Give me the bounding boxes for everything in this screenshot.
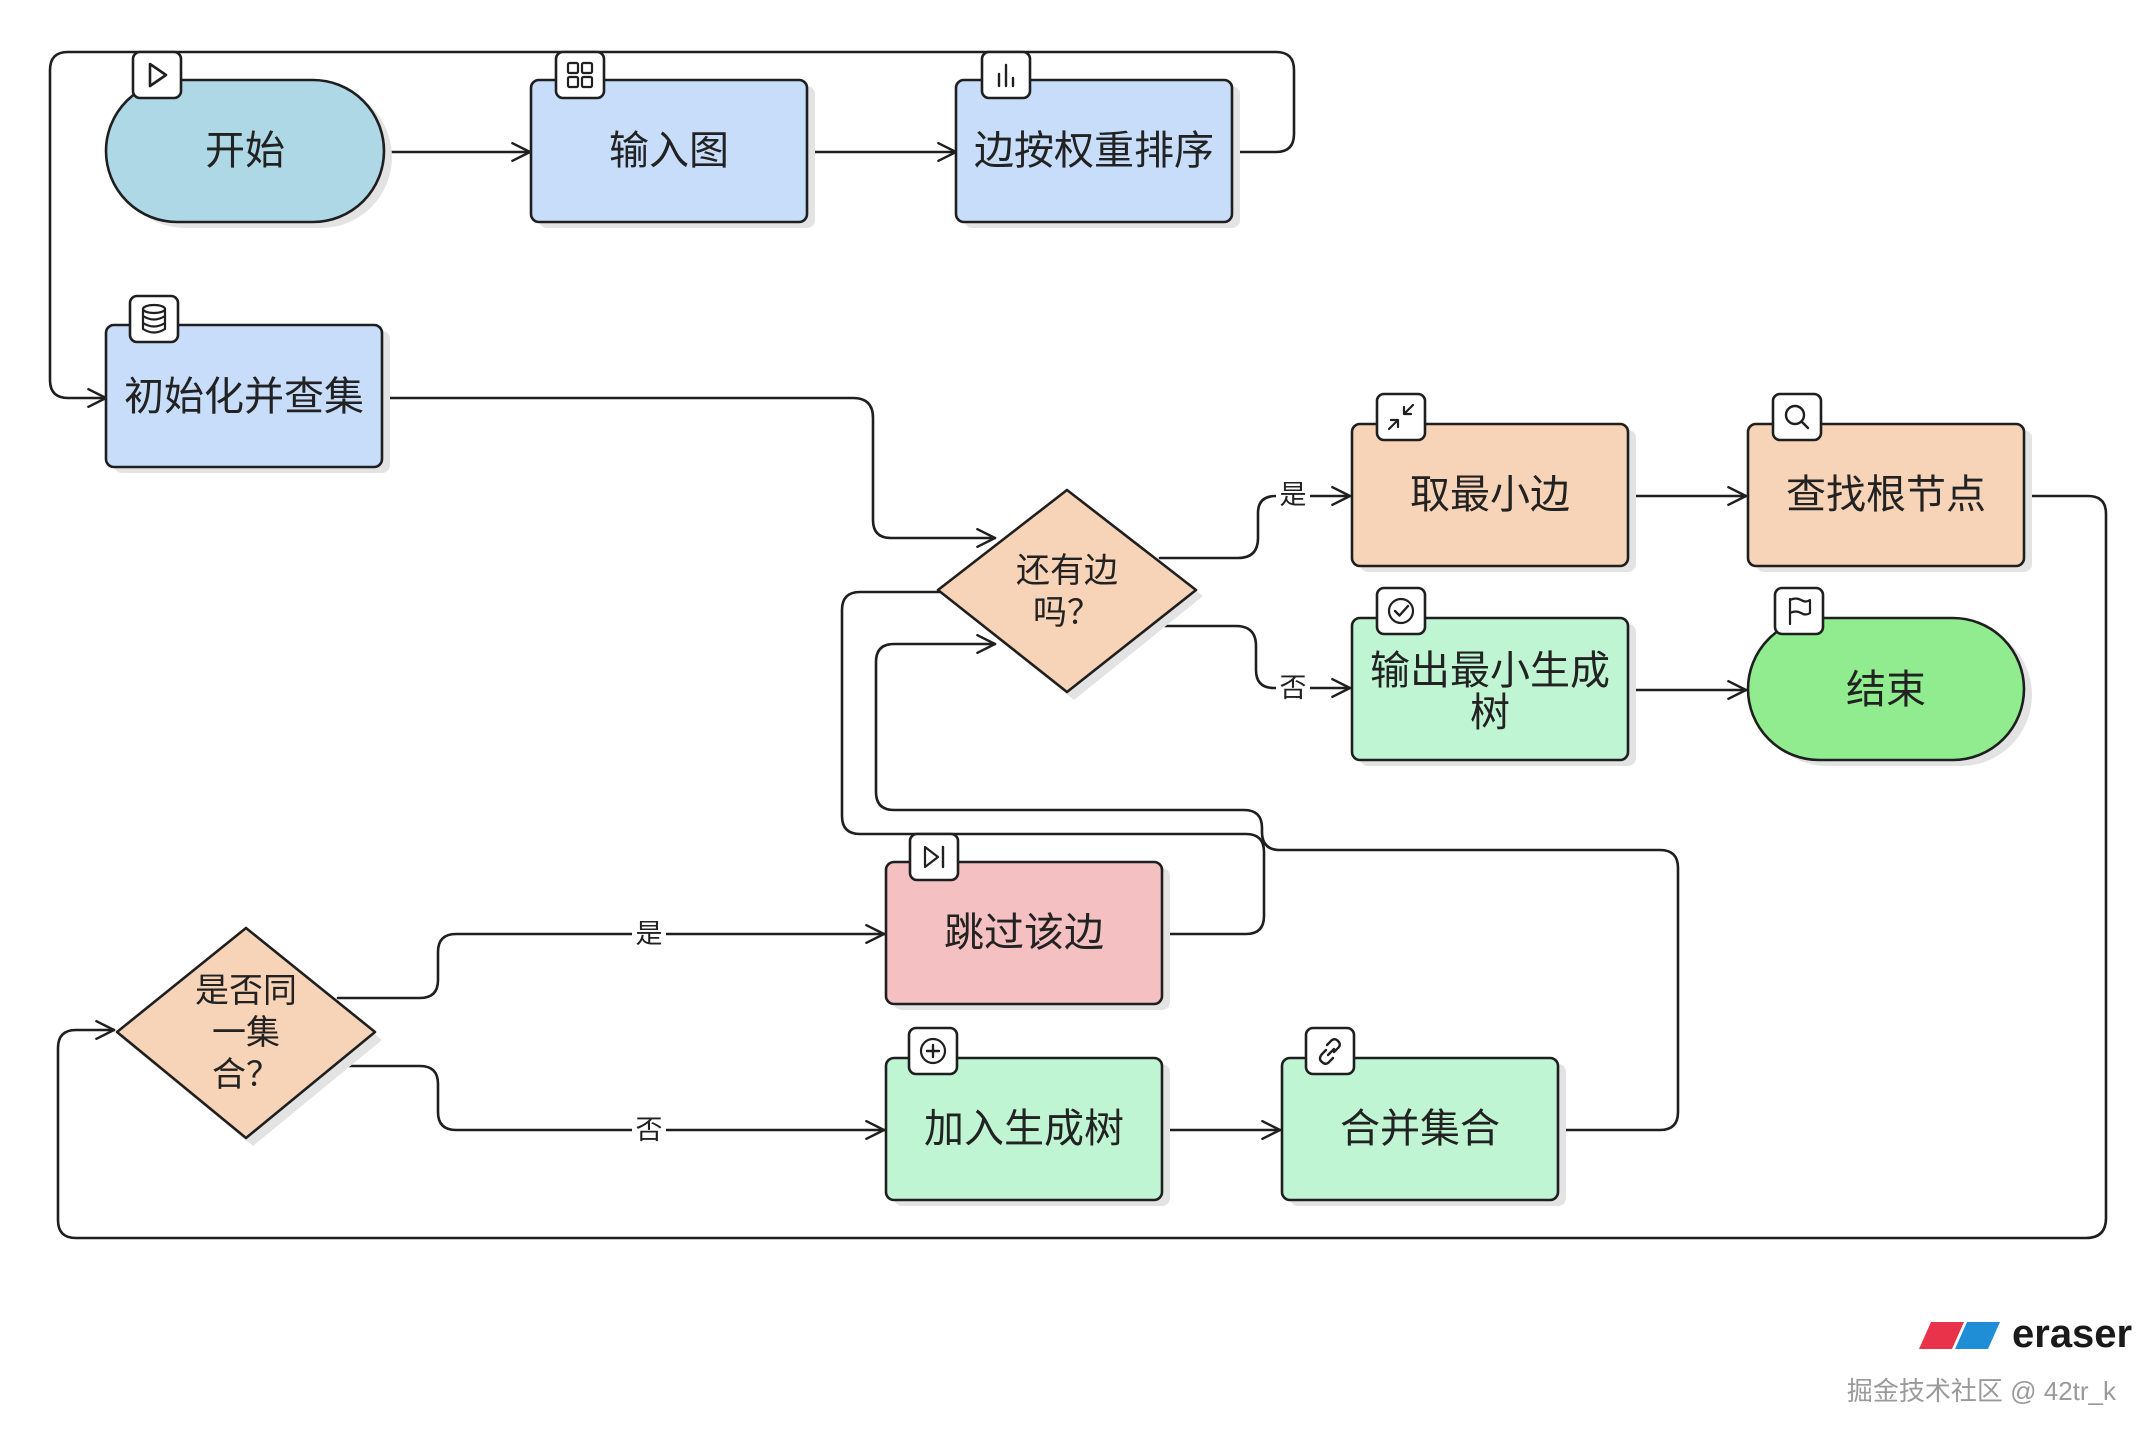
- edge-decision-no-to-output: [1158, 624, 1352, 699]
- eraser-watermark: eraser 掘金技术社区 @ 42tr_k: [1847, 1312, 2132, 1406]
- edge-sort-to-init: [48, 50, 1296, 409]
- flag-icon: [1773, 586, 1825, 636]
- edge-label-yes-takemin: 是: [1280, 480, 1307, 511]
- node-output-shape[interactable]: [1350, 616, 1630, 762]
- skip-forward-icon: [908, 832, 960, 882]
- edge-findroot-to-sameset: [56, 494, 2108, 1240]
- check-circle-icon: [1375, 586, 1427, 636]
- edge-decision-yes-to-takemin: [1158, 485, 1352, 560]
- edge-merge-to-decision: [874, 633, 1680, 1132]
- node-has-edge[interactable]: 还有边 吗？: [936, 488, 1203, 700]
- search-icon: [1771, 392, 1823, 442]
- node-init[interactable]: 初始化并查集: [104, 294, 390, 473]
- credit-text: 掘金技术社区 @ 42tr_k: [1847, 1376, 2117, 1406]
- node-output-line1: 输出最小生成: [1370, 648, 1610, 694]
- eraser-brand-text: eraser: [2012, 1312, 2132, 1356]
- edge-init-to-decision: [383, 396, 997, 549]
- edge-label-no-addtree: 否: [636, 1115, 663, 1146]
- edge-sameset-yes-to-skip: [336, 923, 886, 1000]
- edge-label-yes-skip: 是: [636, 919, 663, 950]
- node-output[interactable]: 输出最小生成 树: [1350, 586, 1636, 766]
- node-has-edge-shape[interactable]: [936, 488, 1198, 694]
- node-input-label: 输入图: [609, 128, 729, 174]
- grid-icon: [554, 50, 606, 100]
- plus-circle-icon: [907, 1026, 959, 1076]
- node-skip-shape[interactable]: [884, 860, 1164, 1006]
- play-icon: [131, 50, 183, 100]
- node-merge[interactable]: 合并集合: [1280, 1026, 1566, 1206]
- node-same-set[interactable]: 是否同 一集 合？: [115, 926, 382, 1146]
- node-has-edge-line2: 吗？: [1033, 593, 1101, 633]
- node-sort-label: 边按权重排序: [974, 128, 1214, 174]
- bar-chart-icon: [980, 50, 1032, 100]
- edges: [48, 50, 2108, 1240]
- node-merge-label: 合并集合: [1340, 1106, 1500, 1152]
- edge-sameset-no-to-addtree: [336, 1064, 886, 1141]
- node-start-shape[interactable]: [104, 78, 386, 224]
- nodes: 开始 输入图 边按权重排序: [104, 50, 2032, 1206]
- node-start[interactable]: 开始: [104, 50, 392, 228]
- node-merge-shape[interactable]: [1280, 1056, 1560, 1202]
- node-same-set-shape[interactable]: [115, 926, 377, 1140]
- node-add-tree-shape[interactable]: [884, 1056, 1164, 1202]
- node-end[interactable]: 结束: [1746, 586, 2032, 766]
- node-end-label: 结束: [1846, 667, 1926, 713]
- node-init-shape[interactable]: [104, 323, 384, 469]
- node-output-line2: 树: [1470, 690, 1510, 736]
- node-skip-label: 跳过该边: [944, 910, 1104, 956]
- edge-skip-to-decision: [840, 581, 1266, 936]
- node-take-min[interactable]: 取最小边: [1350, 392, 1636, 572]
- node-input[interactable]: 输入图: [529, 50, 815, 228]
- link-icon: [1304, 1026, 1356, 1076]
- node-sort-shape[interactable]: [954, 78, 1234, 224]
- minimize-icon: [1375, 392, 1427, 442]
- node-same-set-line2: 一集: [212, 1013, 280, 1053]
- node-same-set-line1: 是否同: [195, 971, 297, 1011]
- node-skip[interactable]: 跳过该边: [884, 832, 1170, 1010]
- database-icon: [128, 294, 180, 344]
- edge-label-no-output: 否: [1280, 673, 1307, 704]
- node-sort[interactable]: 边按权重排序: [954, 50, 1240, 228]
- eraser-logo-icon: [1919, 1322, 2000, 1349]
- edge-labels: 是 否 是 否: [632, 478, 1310, 1146]
- node-start-label: 开始: [205, 128, 285, 174]
- node-find-root-shape[interactable]: [1746, 422, 2026, 568]
- node-find-root[interactable]: 查找根节点: [1746, 392, 2032, 572]
- node-has-edge-line1: 还有边: [1016, 551, 1118, 591]
- node-same-set-line3: 合？: [212, 1055, 280, 1095]
- node-init-label: 初始化并查集: [124, 374, 364, 420]
- node-find-root-label: 查找根节点: [1786, 472, 1986, 518]
- node-add-tree[interactable]: 加入生成树: [884, 1026, 1170, 1206]
- node-take-min-shape[interactable]: [1350, 422, 1630, 568]
- node-input-shape[interactable]: [529, 78, 809, 224]
- node-take-min-label: 取最小边: [1410, 472, 1570, 518]
- node-add-tree-label: 加入生成树: [924, 1106, 1124, 1152]
- node-end-shape[interactable]: [1746, 616, 2026, 762]
